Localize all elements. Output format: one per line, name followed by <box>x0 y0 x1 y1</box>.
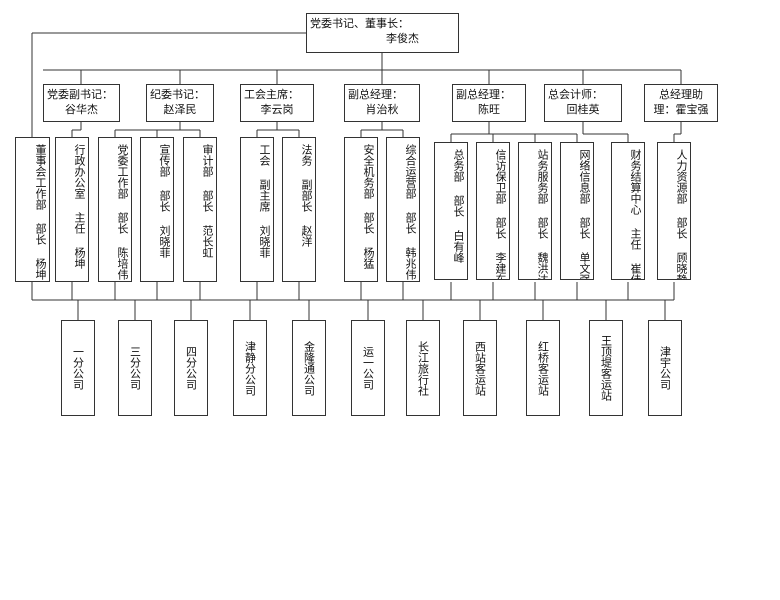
leader-name: 陈旺 <box>478 103 500 116</box>
department-box: 工会 副主席 刘晓菲 <box>240 137 274 282</box>
company-box: 津宇公司 <box>648 320 682 416</box>
department-box: 安全机务部 部长 杨猛 <box>344 137 378 282</box>
department-label: 审计部 部长 范长虹 <box>201 144 214 258</box>
company-box: 三分公司 <box>118 320 152 416</box>
leader-box: 总会计师： 回桂英 <box>544 84 622 122</box>
department-box: 总务部 部长 白有峰 <box>434 142 468 280</box>
department-box: 董事会工作部 部长 杨坤 <box>15 137 50 282</box>
department-label: 财务结算中心 主任 崔佳 <box>629 149 642 280</box>
department-label: 网络信息部 部长 单文强 <box>578 149 591 280</box>
department-box: 行政办公室 主任 杨坤 <box>55 137 89 282</box>
company-box: 金隆通公司 <box>292 320 326 416</box>
leader-name: 肖治秋 <box>365 103 399 116</box>
department-label: 法务 副部长 赵洋 <box>300 144 313 247</box>
leader-name: 李云岗 <box>260 103 294 116</box>
leader-name: 回桂英 <box>566 103 600 116</box>
department-box: 法务 副部长 赵洋 <box>282 137 316 282</box>
department-box: 人力资源部 部长 顾晓静 <box>657 142 691 280</box>
company-label: 一分公司 <box>71 346 85 390</box>
company-box: 一分公司 <box>61 320 95 416</box>
top-leader-name: 李俊杰 <box>386 32 419 45</box>
department-label: 行政办公室 主任 杨坤 <box>73 144 86 269</box>
department-box: 站务服务部 部长 魏洪达 <box>518 142 552 280</box>
top-leader-box: 党委书记、董事长： 李俊杰 <box>306 13 459 53</box>
top-leader-title: 党委书记、董事长： <box>310 17 409 30</box>
company-label: 金隆通公司 <box>302 340 316 396</box>
department-box: 综合运营部 部长 韩兆伟 <box>386 137 420 282</box>
department-label: 总务部 部长 白有峰 <box>452 149 465 263</box>
company-label: 西站客运站 <box>473 340 487 396</box>
department-label: 综合运营部 部长 韩兆伟 <box>404 144 417 280</box>
company-label: 津静分公司 <box>243 340 257 396</box>
leader-box: 党委副书记： 谷华杰 <box>43 84 120 122</box>
department-label: 党委工作部 部长 陈培伟 <box>116 144 129 280</box>
company-box: 红桥客运站 <box>526 320 560 416</box>
department-label: 站务服务部 部长 魏洪达 <box>536 149 549 280</box>
department-box: 宣传部 部长 刘晓菲 <box>140 137 174 282</box>
department-box: 网络信息部 部长 单文强 <box>560 142 594 280</box>
company-label: 三分公司 <box>128 346 142 390</box>
leader-box: 副总经理： 肖治秋 <box>344 84 420 122</box>
company-label: 王顶堤客运站 <box>599 335 613 401</box>
leader-box: 工会主席： 李云岗 <box>240 84 314 122</box>
company-label: 运一公司 <box>361 346 375 390</box>
company-box: 长江旅行社 <box>406 320 440 416</box>
department-label: 宣传部 部长 刘晓菲 <box>158 144 171 258</box>
leader-title: 副总经理： <box>348 88 403 101</box>
company-box: 四分公司 <box>174 320 208 416</box>
leader-title: 工会主席： <box>244 88 299 101</box>
company-box: 运一公司 <box>351 320 385 416</box>
leader-title: 副总经理： <box>456 88 511 101</box>
leader-name: 赵泽民 <box>163 103 197 116</box>
company-box: 西站客运站 <box>463 320 497 416</box>
leader-box: 纪委书记： 赵泽民 <box>146 84 214 122</box>
department-label: 工会 副主席 刘晓菲 <box>258 144 271 258</box>
leader-title: 纪委书记： <box>150 88 205 101</box>
department-box: 财务结算中心 主任 崔佳 <box>611 142 645 280</box>
leader-box: 副总经理： 陈旺 <box>452 84 526 122</box>
leader-title: 党委副书记： <box>47 88 113 101</box>
leader-name: 谷华杰 <box>65 103 98 116</box>
department-box: 党委工作部 部长 陈培伟 <box>98 137 132 282</box>
leader-box: 总经理助 理：霍宝强 <box>644 84 718 122</box>
company-label: 津宇公司 <box>658 346 672 390</box>
company-box: 王顶堤客运站 <box>589 320 623 416</box>
department-label: 信访保卫部 部长 李建东 <box>494 149 507 280</box>
company-label: 长江旅行社 <box>416 340 430 396</box>
leader-title: 总会计师： <box>548 88 603 101</box>
department-box: 审计部 部长 范长虹 <box>183 137 217 282</box>
department-label: 安全机务部 部长 杨猛 <box>362 144 375 269</box>
department-label: 人力资源部 部长 顾晓静 <box>675 149 688 280</box>
company-box: 津静分公司 <box>233 320 267 416</box>
leader-name: 理：霍宝强 <box>653 103 709 116</box>
company-label: 红桥客运站 <box>536 340 550 396</box>
department-label: 董事会工作部 部长 杨坤 <box>34 144 47 280</box>
company-label: 四分公司 <box>184 346 198 390</box>
department-box: 信访保卫部 部长 李建东 <box>476 142 510 280</box>
leader-title: 总经理助 <box>659 88 703 101</box>
